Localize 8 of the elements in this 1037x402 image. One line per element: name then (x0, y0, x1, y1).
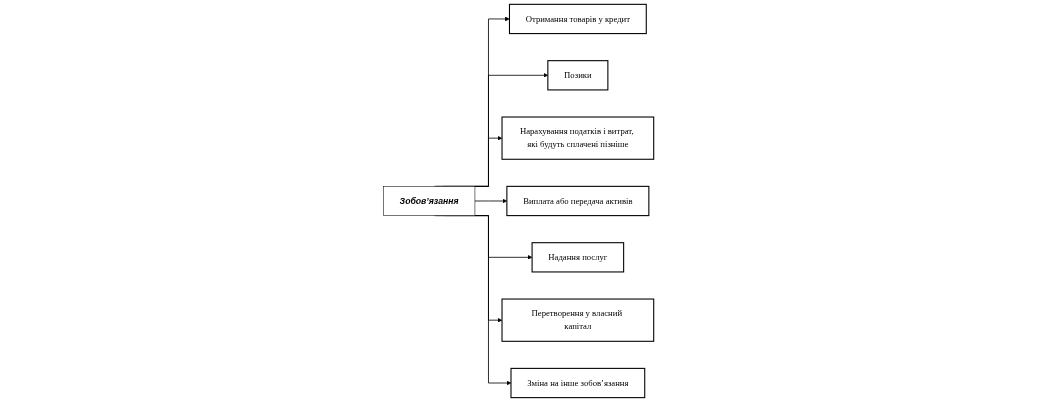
node-box: Позики (547, 60, 609, 91)
node-box: Отримання товарів у кредит (508, 3, 647, 35)
node-box: Надання послуг (531, 242, 625, 273)
node-box: Перетворення у власний капітал (501, 298, 655, 342)
node-box: Виплата або передача активів (506, 185, 650, 217)
node-box: Зобов’язання (383, 186, 476, 216)
node-box: Нарахування податків і витрат, які будуть сплачені пізніше (501, 116, 655, 160)
node-box: Зміна на інше зобов’язання (510, 367, 646, 399)
